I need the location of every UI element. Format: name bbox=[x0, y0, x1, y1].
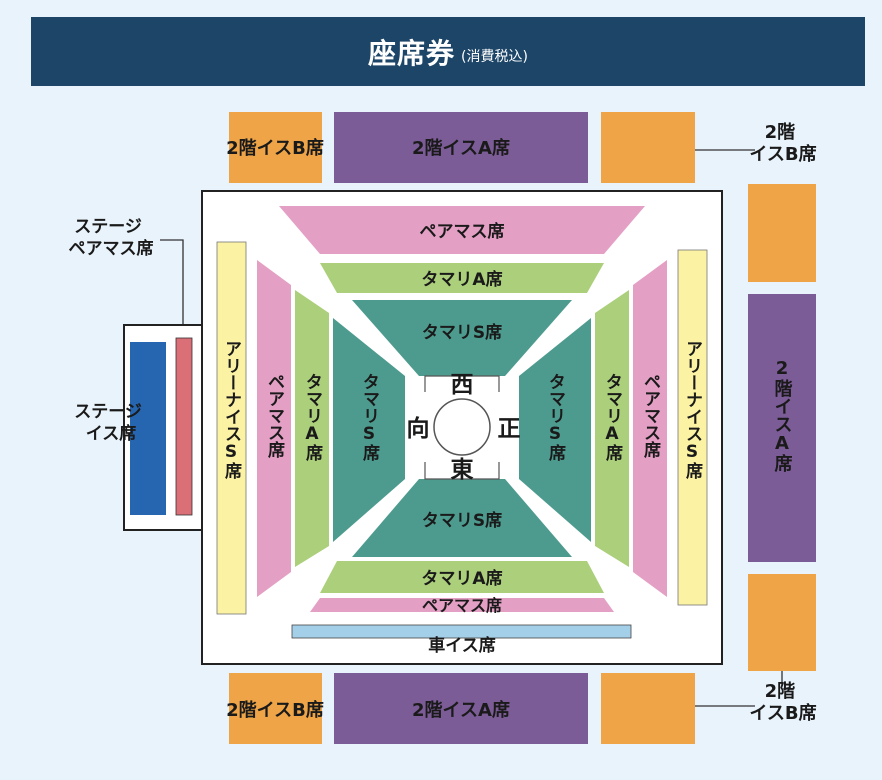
direction-opposite: 向 bbox=[407, 415, 430, 442]
label-stage-pair-masu-line2: ペアマス席 bbox=[69, 238, 154, 259]
dohyo bbox=[424, 375, 500, 480]
stage-pair-masu-block[interactable] bbox=[175, 337, 193, 516]
direction-east: 東 bbox=[451, 457, 474, 483]
pair-masu-block-left[interactable] bbox=[257, 260, 291, 597]
tamari-s-block-bottom[interactable] bbox=[352, 479, 572, 557]
label-isu-a-top: 2階イスA席 bbox=[412, 137, 510, 159]
dohyo-ring bbox=[433, 398, 491, 456]
label-pair-masu-right: ペアマス席 bbox=[640, 373, 661, 459]
label-tamari-s-left: タマリS席 bbox=[359, 373, 380, 462]
tamari-s-block-right[interactable] bbox=[519, 318, 591, 542]
label-isu-b-top-right: 2階 イスB席 bbox=[749, 122, 816, 165]
tamari-s-block-left[interactable] bbox=[333, 318, 405, 542]
label-pair-masu-left: ペアマス席 bbox=[264, 373, 285, 459]
label-isu-b-bottom-right-line1: 2階 bbox=[765, 681, 796, 702]
tamari-a-block-left[interactable] bbox=[295, 290, 329, 567]
label-stage-isu-line2: イス席 bbox=[86, 423, 137, 444]
isu-b-block-right-upper[interactable] bbox=[748, 184, 816, 282]
tamari-a-block-right[interactable] bbox=[595, 290, 629, 567]
isu-a-block-top[interactable] bbox=[334, 112, 588, 183]
label-isu-b-top-left: 2階イスB席 bbox=[226, 137, 324, 159]
label-pair-masu-top: ペアマス席 bbox=[420, 221, 505, 242]
label-tamari-a-bottom: タマリA席 bbox=[421, 568, 502, 589]
pair-masu-block-right[interactable] bbox=[633, 260, 667, 597]
isu-b-block-right-lower[interactable] bbox=[748, 574, 816, 671]
label-stage-pair-masu-line1: ステージ bbox=[74, 217, 142, 237]
label-tamari-s-bottom: タマリS席 bbox=[422, 510, 502, 531]
label-stage-pair-masu: ステージ ペアマス席 bbox=[69, 217, 154, 259]
isu-b-block-bottom-left[interactable] bbox=[229, 673, 322, 744]
tamari-s-block-top[interactable] bbox=[352, 300, 572, 376]
pair-masu-block-bottom[interactable] bbox=[310, 598, 614, 612]
arena-s-block-left[interactable] bbox=[216, 241, 247, 615]
label-tamari-s-right: タマリS席 bbox=[545, 373, 566, 462]
isu-b-block-bottom-right[interactable] bbox=[601, 673, 695, 744]
page-subtitle: (消費税込) bbox=[461, 48, 528, 65]
tamari-a-block-bottom[interactable] bbox=[320, 561, 604, 593]
label-stage-isu: ステージ イス席 bbox=[74, 402, 148, 444]
label-arena-s-left: アリーナイスS席 bbox=[221, 340, 242, 480]
label-pair-masu-bottom: ペアマス席 bbox=[422, 596, 502, 615]
label-tamari-a-right: タマリA席 bbox=[602, 373, 623, 462]
tamari-a-block-top[interactable] bbox=[320, 263, 604, 293]
label-isu-b-top-right-line1: 2階 bbox=[765, 122, 796, 143]
page-title: 座席券 bbox=[368, 36, 456, 70]
label-isu-b-bottom-right-line2: イスB席 bbox=[749, 702, 816, 724]
isu-b-block-top-left[interactable] bbox=[229, 112, 322, 183]
label-isu-b-bottom-right: 2階 イスB席 bbox=[749, 681, 816, 724]
label-isu-b-top-right-line2: イスB席 bbox=[749, 143, 816, 165]
label-isu-b-bottom-left: 2階イスB席 bbox=[226, 699, 324, 721]
arena-s-block-right[interactable] bbox=[677, 249, 708, 606]
label-stage-isu-line1: ステージ bbox=[74, 402, 142, 422]
direction-west: 西 bbox=[451, 372, 474, 398]
label-tamari-a-top: タマリA席 bbox=[421, 269, 502, 290]
label-tamari-s-top: タマリS席 bbox=[422, 322, 502, 343]
title-bar: 座席券 (消費税込) bbox=[31, 17, 865, 86]
stage-isu-block[interactable] bbox=[130, 342, 166, 515]
connector-line bbox=[160, 239, 184, 338]
isu-a-block-bottom[interactable] bbox=[334, 673, 588, 744]
label-kuruma-isu: 車イス席 bbox=[428, 635, 496, 656]
isu-a-block-right[interactable] bbox=[748, 294, 816, 562]
label-isu-a-bottom: 2階イスA席 bbox=[412, 699, 510, 721]
label-tamari-a-left: タマリA席 bbox=[302, 373, 323, 462]
direction-front: 正 bbox=[498, 416, 521, 442]
label-arena-s-right: アリーナイスS席 bbox=[682, 340, 703, 480]
label-isu-a-right: 2階イスA席 bbox=[772, 358, 793, 473]
pair-masu-block-top[interactable] bbox=[279, 206, 645, 254]
isu-b-block-top-right[interactable] bbox=[601, 112, 695, 183]
kuruma-isu-block[interactable] bbox=[291, 624, 632, 639]
